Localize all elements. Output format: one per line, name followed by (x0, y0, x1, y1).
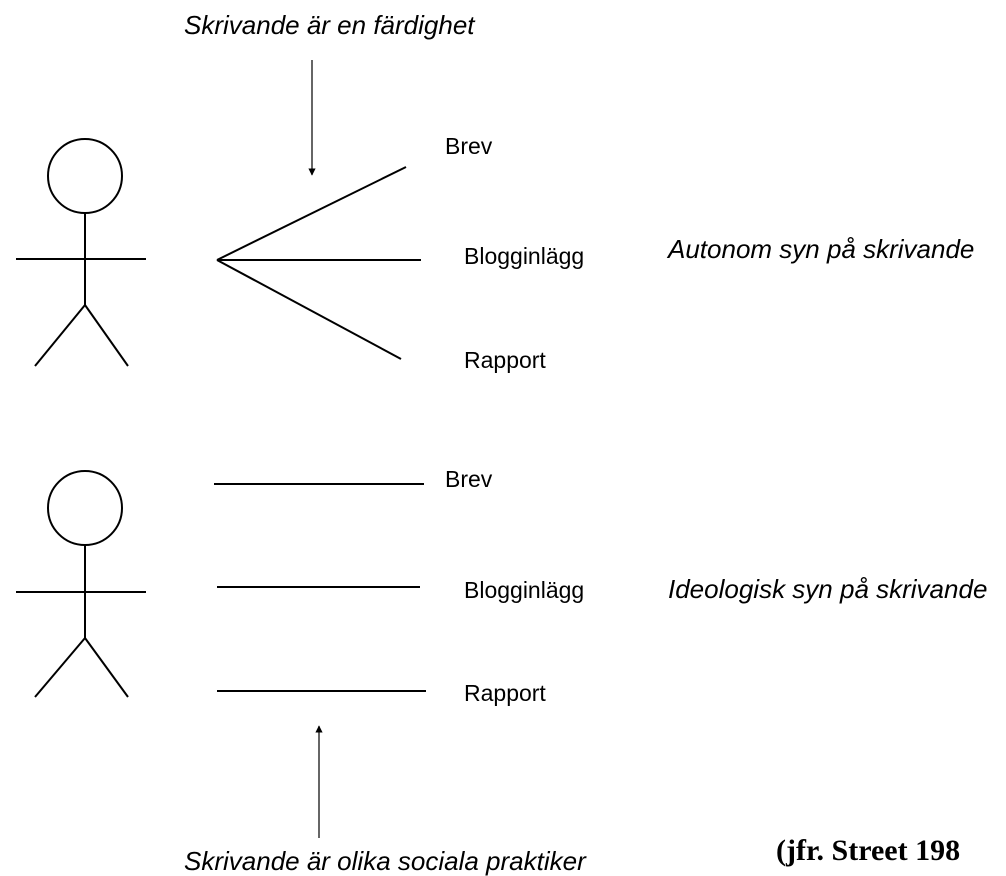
autonomous-genre-blogginlagg: Blogginlägg (464, 243, 585, 269)
autonomous-fan-lines (216, 166, 421, 360)
autonomous-view-label: Autonom syn på skrivande (668, 234, 975, 264)
ideological-view-label: Ideologisk syn på skrivande (668, 574, 988, 604)
ideological-genre-blogginlagg: Blogginlägg (464, 577, 585, 603)
ideological-parallel-lines (214, 483, 426, 692)
stick-figure-bottom (16, 470, 146, 698)
autonomous-genre-rapport: Rapport (464, 347, 546, 373)
ideological-genre-brev: Brev (445, 466, 493, 492)
citation: (jfr. Street 198 (776, 834, 961, 867)
fan-line-brev (216, 166, 407, 261)
top-caption: Skrivande är en färdighet (184, 10, 475, 40)
fan-line-rapport (216, 259, 402, 360)
autonomous-genre-brev: Brev (445, 133, 493, 159)
bottom-caption: Skrivande är olika sociala praktiker (184, 846, 586, 876)
stick-figure-top (16, 138, 146, 367)
ideological-genre-rapport: Rapport (464, 680, 546, 706)
